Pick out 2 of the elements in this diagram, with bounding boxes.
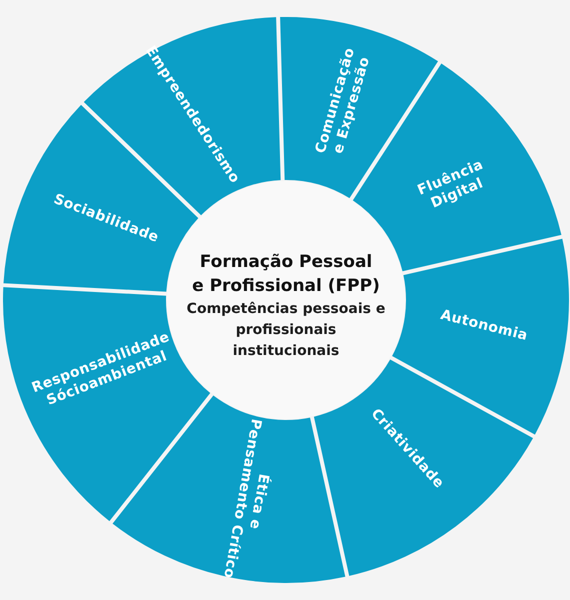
hub-title: Formação Pessoal e Profissional (FPP) [191, 251, 381, 298]
hub-subtitle: Competências pessoais e profissionais institucionais [186, 300, 386, 361]
